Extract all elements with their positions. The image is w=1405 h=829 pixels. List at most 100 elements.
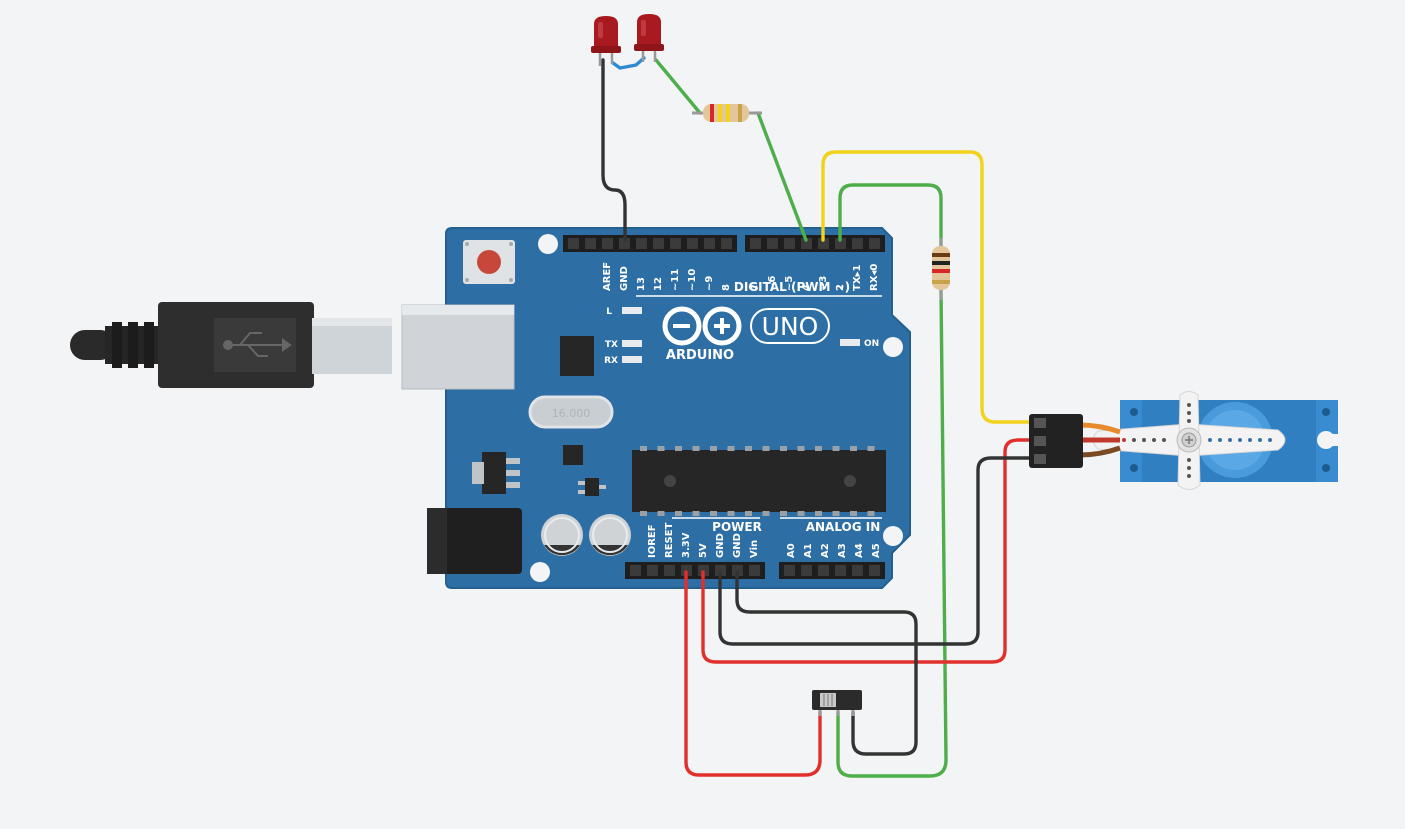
power-pin-socket[interactable] [630, 565, 641, 576]
led-tx [622, 340, 642, 347]
small-transistor [578, 478, 606, 496]
digital-pin-socket[interactable] [767, 238, 778, 249]
mounting-hole [883, 526, 903, 546]
analog-pin-socket[interactable] [869, 565, 880, 576]
digital-pin-socket[interactable] [585, 238, 596, 249]
wire-black-gnd-switch[interactable] [735, 570, 918, 756]
wire-red-3v3-switch[interactable] [684, 570, 822, 777]
digital-pin-socket[interactable] [852, 238, 863, 249]
pin-label: 4 [801, 284, 812, 291]
capacitor [589, 514, 631, 556]
analog-pin-socket[interactable] [835, 565, 846, 576]
pin-label: ~11 [670, 269, 681, 291]
voltage-regulator [472, 452, 520, 494]
wires [601, 56, 1036, 778]
pin-label: A4 [854, 543, 865, 558]
digital-pin-socket[interactable] [869, 238, 880, 249]
resistor-led[interactable] [692, 104, 762, 122]
pin-label: AREF [602, 262, 613, 291]
led-l-label: L [606, 307, 612, 317]
led-red-2[interactable] [634, 14, 664, 62]
led-l [622, 307, 642, 314]
analog-header[interactable] [779, 562, 885, 579]
pin-label: A3 [837, 543, 848, 558]
analog-pin-socket[interactable] [852, 565, 863, 576]
analog-pin-socket[interactable] [801, 565, 812, 576]
digital-pin-socket[interactable] [687, 238, 698, 249]
pin-label: A0 [786, 543, 797, 558]
pin-label: GND [715, 533, 726, 558]
pin-label: GND [732, 533, 743, 558]
digital-pin-socket[interactable] [653, 238, 664, 249]
led-rx-label: RX [604, 356, 618, 366]
led-on-label: ON [864, 339, 879, 349]
digital-pin-socket[interactable] [801, 238, 812, 249]
led-tx-label: TX [605, 340, 618, 350]
pin-label: 2 [835, 284, 846, 291]
slide-switch[interactable] [812, 690, 862, 716]
reset-button[interactable] [463, 240, 515, 284]
board-model-label: UNO [762, 312, 819, 341]
digital-pin-socket[interactable] [602, 238, 613, 249]
digital-pin-socket[interactable] [670, 238, 681, 249]
pin-label: IOREF [647, 524, 658, 558]
digital-pin-socket[interactable] [750, 238, 761, 249]
atmega-microcontroller [632, 446, 886, 516]
pin-label: 3.3V [681, 532, 692, 558]
pin-label: 12 [653, 277, 664, 291]
wire-green-led-resistor[interactable] [654, 58, 702, 115]
svg-text:16.000: 16.000 [552, 407, 591, 420]
power-header[interactable] [625, 562, 765, 579]
servo-horn[interactable] [1092, 391, 1286, 490]
analog-pin-socket[interactable] [784, 565, 795, 576]
wire-yellow-pin3-servo[interactable] [821, 150, 1036, 424]
led-on [840, 339, 860, 346]
digital-pin-socket[interactable] [568, 238, 579, 249]
power-pin-socket[interactable] [647, 565, 658, 576]
mounting-hole [883, 337, 903, 357]
wire-black-gnd-servo[interactable] [718, 456, 1036, 646]
pin-label: 5V [698, 543, 709, 558]
wire-green-resistor-switch[interactable] [836, 288, 948, 778]
wire-red-5v-servo[interactable] [701, 438, 1036, 664]
digital-pin-socket[interactable] [721, 238, 732, 249]
digital-pin-socket[interactable] [818, 238, 829, 249]
wire-black-led-gnd[interactable] [601, 58, 627, 242]
arduino-logo: UNO ARDUINO [662, 306, 830, 363]
capacitor [541, 514, 583, 556]
digital-header-right[interactable] [745, 235, 885, 252]
usb-cable-strain-relief [70, 330, 115, 360]
pin-label: 7 [750, 284, 761, 291]
crystal-oscillator: 16.000 [528, 395, 614, 429]
pin-label: A2 [820, 543, 831, 558]
usb-plug-metal [312, 318, 392, 374]
power-pin-socket[interactable] [749, 565, 760, 576]
digital-pin-socket[interactable] [636, 238, 647, 249]
wire-blue-led-jumper[interactable] [611, 56, 646, 70]
analog-pin-socket[interactable] [818, 565, 829, 576]
usb-cable[interactable] [70, 302, 392, 388]
digital-pin-socket[interactable] [619, 238, 630, 249]
mounting-hole [538, 234, 558, 254]
servo-motor[interactable] [1029, 391, 1340, 490]
pin-label: ~9 [704, 276, 715, 291]
digital-pin-socket[interactable] [835, 238, 846, 249]
arduino-uno-board[interactable]: 16.000 L TX RX [401, 227, 911, 589]
power-jack [427, 508, 522, 574]
digital-header-left[interactable] [563, 235, 737, 252]
digital-pin-socket[interactable] [784, 238, 795, 249]
led-rx [622, 356, 642, 363]
resistor-pulldown[interactable] [932, 238, 950, 300]
digital-pin-socket[interactable] [704, 238, 715, 249]
wire-green-pin2-resistor[interactable] [838, 183, 943, 252]
pin-label: RESET [664, 522, 675, 558]
pin-label: ~6 [767, 276, 778, 291]
led-red-1[interactable] [591, 16, 621, 66]
wire-green-resistor-pin4[interactable] [756, 111, 808, 242]
pin-label: ~10 [687, 269, 698, 291]
power-pin-socket[interactable] [664, 565, 675, 576]
pin-label: RX◂0 [869, 264, 880, 291]
